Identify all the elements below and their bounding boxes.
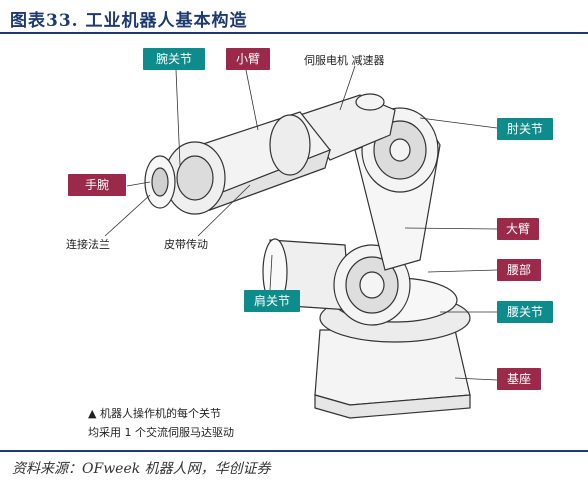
figure-title: 图表33. 工业机器人基本构造 [10,11,248,31]
label-big-arm: 大臂 [497,218,539,240]
label-belt-drive: 皮带传动 [164,238,208,251]
label-elbow-joint: 肘关节 [497,118,553,140]
footer-rule [0,450,588,452]
label-waist: 腰部 [497,259,541,281]
label-waist-joint: 腰关节 [497,301,553,323]
note-line-1: ▲ 机器人操作机的每个关节 [88,407,221,420]
label-shoulder-joint: 肩关节 [244,290,300,312]
title-rule [0,32,588,34]
note-text: ▲ 机器人操作机的每个关节 均采用 1 个交流伺服马达驱动 [88,404,234,442]
label-wrist-joint: 腕关节 [143,48,205,70]
label-base: 基座 [497,368,541,390]
note-line-2: 均采用 1 个交流伺服马达驱动 [88,426,234,439]
label-flange: 连接法兰 [66,238,110,251]
source-text: 资料来源：OFweek 机器人网，华创证券 [12,461,271,477]
label-wrist: 手腕 [68,174,126,196]
label-forearm: 小臂 [226,48,270,70]
label-servo-reducer: 伺服电机 减速器 [304,54,385,67]
